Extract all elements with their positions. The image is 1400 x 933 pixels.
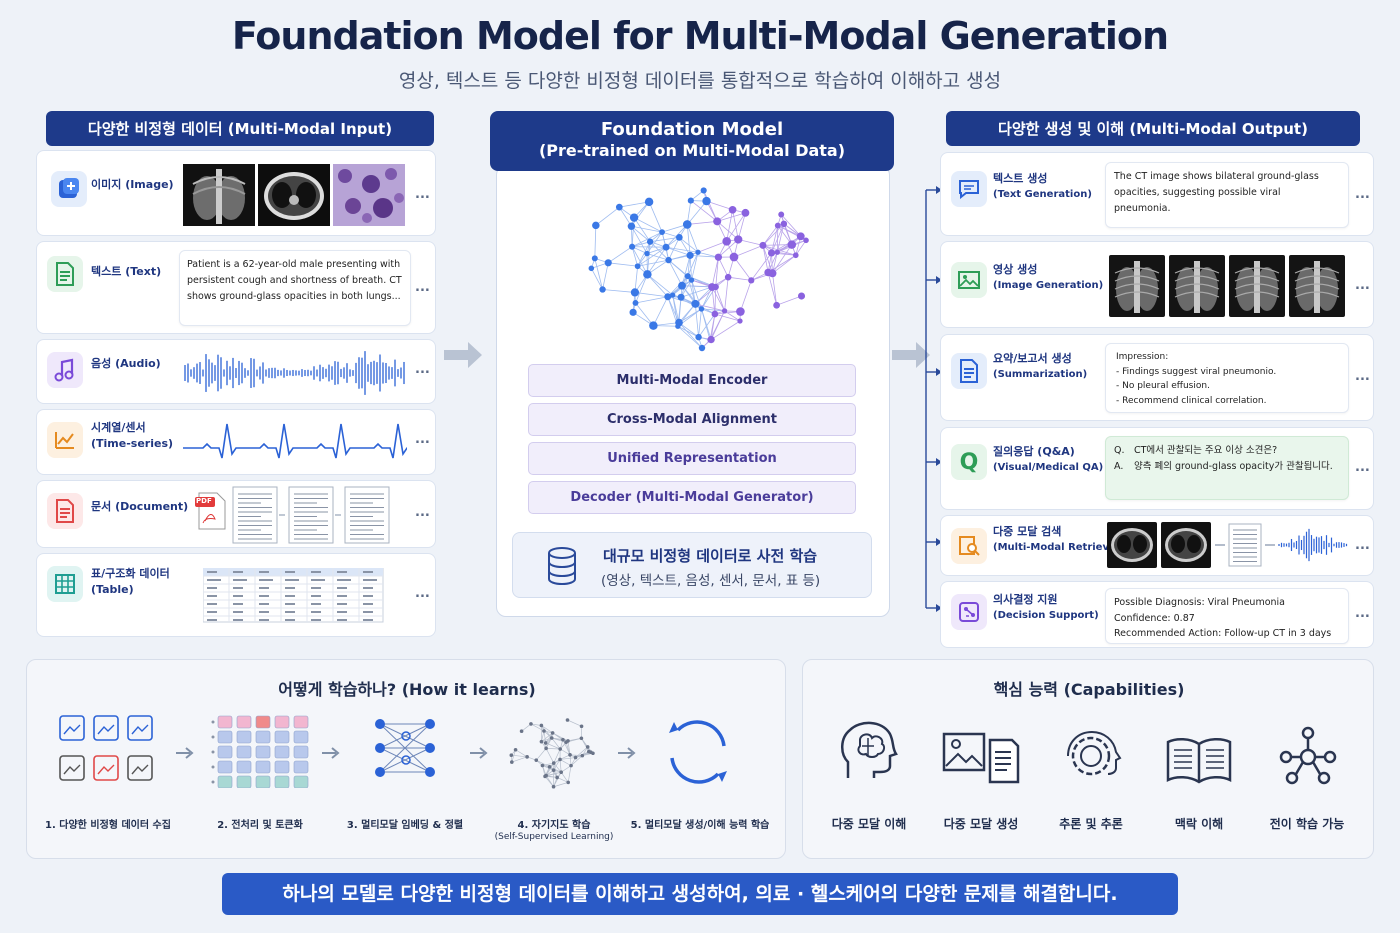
step-arrow	[322, 747, 340, 759]
capability-transfer: 전이 학습 가능	[1269, 817, 1345, 831]
capability-context: 맥락 이해	[1174, 817, 1224, 831]
image-label: 이미지 (Image)	[91, 178, 174, 191]
page-title: Foundation Model for Multi-Modal Generat…	[231, 14, 1169, 58]
structured-table-preview	[203, 568, 384, 623]
model-title: Foundation Model	[600, 119, 784, 140]
document-icon	[47, 493, 83, 529]
step-2-label: 2. 전처리 및 토큰화	[217, 820, 303, 831]
step-5-label: 5. 멀티모달 생성/이해 능력 학습	[630, 820, 770, 831]
table-grid-icon	[47, 566, 83, 602]
learn-title: 어떻게 학습하나? (How it learns)	[278, 680, 536, 699]
ecg-signal	[183, 423, 407, 459]
database-icon	[548, 547, 576, 585]
document-text-icon	[47, 256, 83, 292]
line-chart-icon	[47, 422, 83, 458]
footer-banner: 하나의 모델로 다양한 비정형 데이터를 이해하고 생성하여, 의료 · 헬스케…	[222, 873, 1178, 915]
input-audio-row: 음성 (Audio) ...	[36, 339, 436, 404]
music-note-icon	[47, 352, 83, 388]
retrieval-results	[1107, 522, 1348, 568]
embedding-alignment-icon	[375, 719, 435, 777]
module-alignment: Cross-Modal Alignment	[528, 403, 856, 436]
pathology-image	[333, 164, 405, 226]
input-to-model-arrow	[444, 342, 482, 368]
output-retrieval-row: 다중 모달 검색 (Multi-Modal Retrieval) ...	[940, 515, 1374, 576]
model-to-output-arrow	[892, 342, 930, 368]
audio-waveform	[184, 351, 405, 395]
pretrain-title: 대규모 비정형 데이터로 사전 학습	[603, 547, 818, 565]
step-arrow	[470, 747, 488, 759]
decision-box: Possible Diagnosis: Viral Pneumonia Conf…	[1105, 588, 1349, 644]
output-decision-row: 의사결정 지원 (Decision Support) Possible Diag…	[940, 581, 1374, 648]
input-document-row: 문서 (Document) PDF ...	[36, 480, 436, 548]
output-header: 다양한 생성 및 이해 (Multi-Modal Output)	[946, 111, 1360, 146]
chest-ct-image	[258, 164, 330, 226]
document-pages	[232, 486, 390, 544]
text-sample: Patient is a 62-year-old male presenting…	[179, 250, 411, 326]
audio-label: 음성 (Audio)	[91, 357, 161, 370]
step-4-sublabel: (Self-Supervised Learning)	[494, 832, 614, 842]
chat-bubble-icon	[951, 171, 987, 207]
model-subtitle: (Pre-trained on Multi-Modal Data)	[538, 141, 846, 160]
timeseries-label-2: (Time-series)	[91, 437, 174, 450]
qa-box: Q.CT에서 관찰되는 주요 이상 소견은? A.양측 폐의 ground-gl…	[1105, 436, 1349, 500]
open-book-icon	[1166, 738, 1232, 784]
picture-icon	[951, 262, 987, 298]
table-label-1: 표/구조화 데이터	[91, 567, 170, 580]
input-table-row: 표/구조화 데이터 (Table) ...	[36, 553, 436, 637]
tokenization-icon	[211, 715, 309, 788]
chest-xray-image	[183, 164, 255, 226]
input-image-row: 이미지 (Image) ...	[36, 150, 436, 236]
module-encoder: Multi-Modal Encoder	[528, 364, 856, 397]
search-document-icon	[951, 528, 987, 564]
image-icon	[51, 171, 87, 207]
timeseries-label-1: 시계열/센서	[91, 421, 146, 434]
pdf-file-icon: PDF	[195, 491, 229, 531]
module-representation: Unified Representation	[528, 442, 856, 475]
decision-network-icon	[951, 594, 987, 630]
output-qa-row: Q 질의응답 (Q&A) (Visual/Medical QA) Q.CT에서 …	[940, 427, 1374, 510]
document-label: 문서 (Document)	[91, 500, 189, 513]
question-icon: Q	[951, 444, 987, 480]
output-connector	[925, 186, 942, 612]
text-label: 텍스트 (Text)	[91, 265, 162, 278]
capability-generation: 다중 모달 생성	[943, 817, 1019, 831]
multi-modal-generation-icon	[942, 732, 1020, 784]
step-arrow	[618, 747, 636, 759]
pretrain-box: 대규모 비정형 데이터로 사전 학습 (영상, 텍스트, 음성, 센서, 문서,…	[512, 532, 872, 598]
table-label-2: (Table)	[91, 583, 134, 596]
input-timeseries-row: 시계열/센서 (Time-series) ...	[36, 409, 436, 475]
report-icon	[951, 353, 987, 389]
capability-reasoning: 추론 및 추론	[1059, 817, 1123, 831]
gear-brain-icon	[1067, 730, 1122, 776]
pdf-badge: PDF	[196, 497, 212, 505]
capabilities-title: 핵심 능력 (Capabilities)	[993, 680, 1185, 699]
cycle-icon	[669, 720, 727, 784]
input-header: 다양한 비정형 데이터 (Multi-Modal Input)	[46, 111, 434, 146]
step-1-label: 1. 다양한 비정형 데이터 수집	[45, 820, 171, 831]
step-3-label: 3. 멀티모달 임베딩 & 정렬	[346, 820, 464, 831]
output-textgen-row: 텍스트 생성 (Text Generation) The CT image sh…	[940, 152, 1374, 236]
transfer-network-icon	[1279, 726, 1337, 785]
output-summary-row: 요약/보고서 생성 (Summarization) Impression: - …	[940, 334, 1374, 421]
data-collection-icon	[59, 715, 153, 781]
neural-network-brain	[588, 187, 809, 352]
page-subtitle: 영상, 텍스트 등 다양한 비정형 데이터를 통합적으로 학습하여 이해하고 생…	[398, 70, 1002, 92]
input-text-row: 텍스트 (Text) Patient is a 62-year-old male…	[36, 241, 436, 334]
output-imagegen-row: 영상 생성 (Image Generation) ...	[940, 241, 1374, 328]
module-decoder: Decoder (Multi-Modal Generator)	[528, 481, 856, 514]
summary-box: Impression: - Findings suggest viral pne…	[1105, 343, 1349, 413]
capabilities-panel: 핵심 능력 (Capabilities)	[802, 659, 1374, 859]
self-supervised-network-icon	[509, 718, 595, 789]
step-arrow	[176, 747, 194, 759]
brain-head-icon	[841, 721, 898, 778]
textgen-sample: The CT image shows bilateral ground-glas…	[1105, 162, 1349, 228]
generated-xray-images	[1109, 255, 1345, 317]
model-header: Foundation Model (Pre-trained on Multi-M…	[490, 111, 894, 171]
capability-understanding: 다중 모달 이해	[831, 817, 907, 831]
pretrain-subtitle: (영상, 텍스트, 음성, 센서, 문서, 표 등)	[601, 573, 821, 589]
step-4-label: 4. 자기지도 학습	[517, 820, 591, 831]
